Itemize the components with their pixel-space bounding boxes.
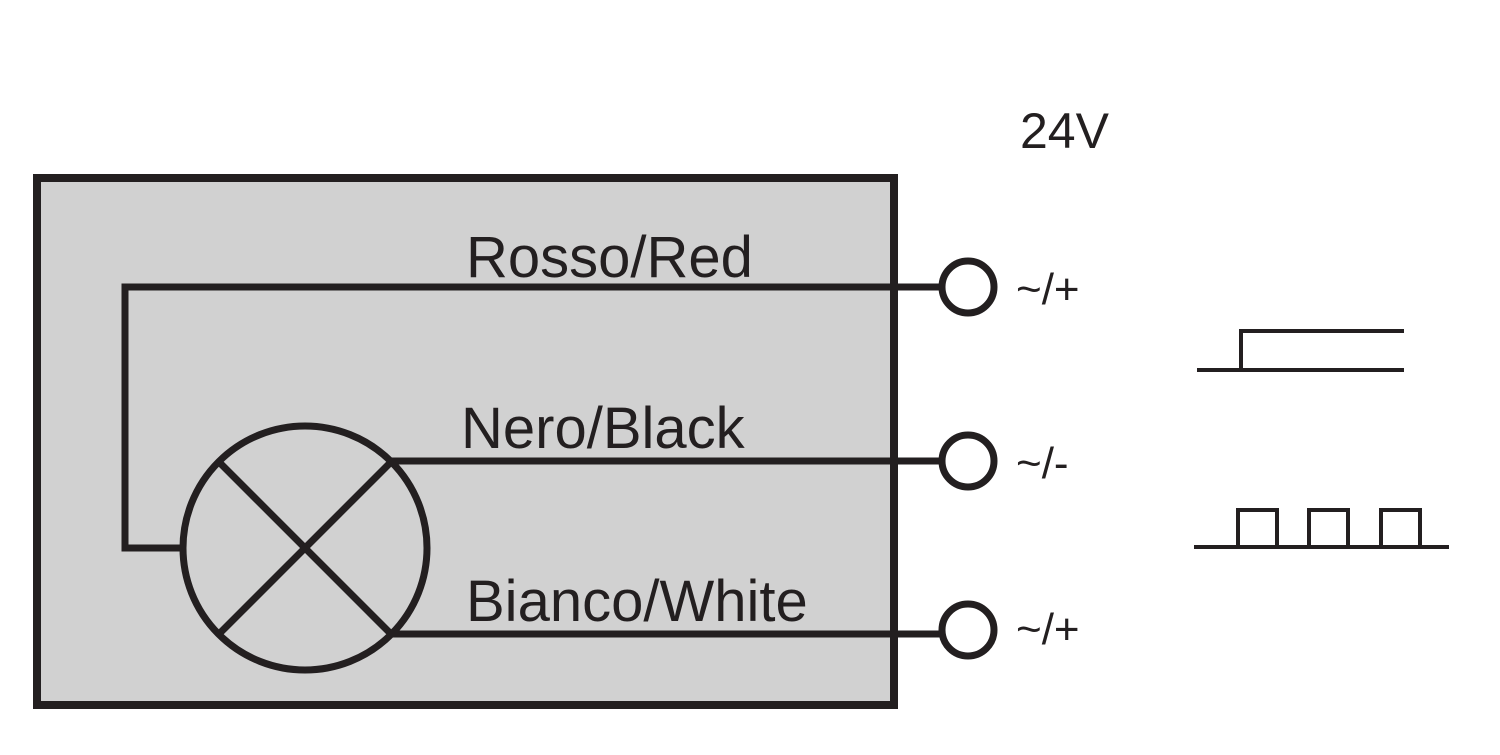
terminal-label-red: ~/+	[1016, 265, 1080, 314]
wire-red	[121, 283, 946, 552]
terminal-label-white: ~/+	[1016, 605, 1080, 654]
terminal-red	[938, 257, 998, 317]
voltage-label: 24V	[1020, 103, 1110, 159]
terminal-white	[938, 600, 998, 660]
wire-label-white: Bianco/White	[466, 569, 808, 634]
steady-signal-icon	[1197, 329, 1404, 372]
terminal-black	[938, 431, 998, 491]
terminal-label-black: ~/-	[1016, 439, 1069, 488]
enclosure-box	[33, 174, 898, 709]
wire-label-red: Rosso/Red	[466, 225, 753, 290]
flashing-signal-icon	[1194, 508, 1449, 549]
wire-label-black: Nero/Black	[461, 396, 746, 461]
